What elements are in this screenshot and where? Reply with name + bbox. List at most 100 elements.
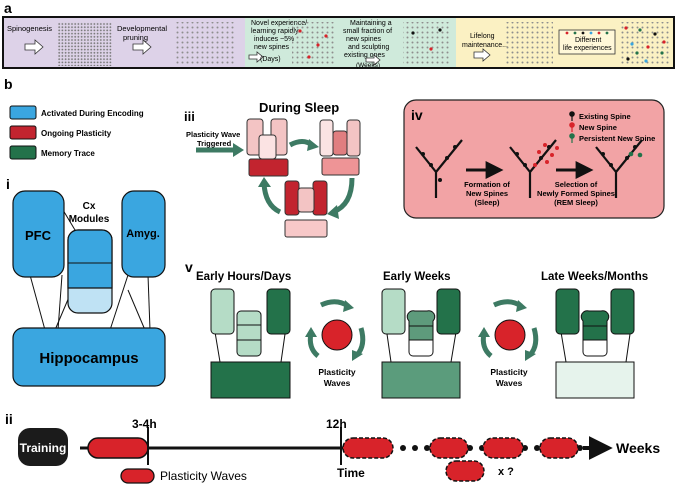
stage-maintain-1: Maintaining a	[350, 20, 392, 27]
hippocampus-box	[12, 327, 166, 387]
pfc-box	[12, 190, 65, 278]
waves-2-line2: Waves	[496, 378, 523, 388]
module-late-weeks	[555, 288, 635, 399]
waves-1-line2: Waves	[324, 378, 351, 388]
legend-swatch-green	[9, 145, 37, 160]
module-early-hours	[210, 288, 291, 399]
plasticity-wave-cycle-2	[478, 299, 539, 361]
spine-field	[175, 22, 235, 66]
cx-label: Cx	[83, 201, 96, 212]
spine-field	[292, 22, 334, 66]
legend-new: New Spine	[579, 123, 617, 132]
step1-line2: New Spines	[466, 189, 508, 198]
new-spines	[298, 29, 328, 59]
life-exp-dots	[565, 31, 609, 35]
hippocampus-label: Hippocampus	[39, 350, 138, 367]
timeline: Training 3-4h 12h x ? Time Weeks Plastic…	[18, 417, 660, 484]
panel-ii-label: ii	[5, 411, 13, 427]
stage-different-2: life experiences	[563, 45, 612, 52]
panel-iv-label: iv	[411, 107, 423, 123]
time-label: Time	[337, 466, 365, 480]
stage-novel-3: induces ~5%	[254, 36, 294, 43]
weeks-label: Weeks	[616, 440, 660, 456]
wave-pill-5	[539, 437, 579, 459]
wave-pill-2	[342, 437, 394, 459]
stage-lifelong-2: maintenance...	[462, 42, 508, 49]
legend-wave-pill	[120, 468, 155, 484]
stage-novel-1: Novel experience/	[251, 20, 307, 27]
panel-v-label: v	[185, 259, 193, 275]
panel-a-label: a	[4, 0, 12, 16]
step2-line1: Selection of	[555, 180, 598, 189]
arrow-icon	[24, 39, 44, 55]
new-spine-icon	[569, 122, 575, 128]
step2-text: Selection of Newly Formed Spines (REM Sl…	[537, 180, 615, 207]
legend-plasticity-waves: Plasticity Waves	[160, 469, 247, 483]
amyg-label: Amyg.	[126, 228, 160, 240]
stage-pruning-2: pruning	[123, 33, 148, 42]
legend-existing: Existing Spine	[579, 112, 631, 121]
wave-pill-4	[482, 437, 524, 459]
legend-persistent: Persistent New Spine	[579, 134, 655, 143]
panel-iii-label: iii	[184, 109, 195, 124]
unknown-label: x ?	[498, 466, 514, 478]
stage-novel-2: learning rapidly	[251, 28, 299, 35]
wave-red-circle	[321, 319, 353, 351]
sleep-cycle-diagram	[196, 118, 361, 238]
wave-pill-unknown	[445, 460, 485, 482]
panel-iv-box	[403, 99, 665, 219]
waves-1-line1: Plasticity	[318, 367, 356, 377]
wave-pill-3	[429, 437, 469, 459]
arrow-icon	[132, 39, 152, 55]
plasticity-wave-cycle-1	[305, 299, 366, 361]
panel-i-label: i	[6, 176, 10, 192]
stage-maintain-5: existing ones	[344, 52, 385, 59]
step2-line2: Newly Formed Spines	[537, 189, 615, 198]
panel-iii-title: During Sleep	[259, 100, 339, 115]
module-early-weeks	[381, 288, 461, 399]
colored-spines	[624, 26, 666, 63]
amyg-box	[121, 190, 166, 278]
persistent-spine-icon	[569, 133, 575, 139]
stage-lifelong-1: Lifelong	[470, 33, 495, 40]
v-title-1: Early Hours/Days	[196, 271, 291, 283]
t1-label: 3-4h	[132, 417, 157, 431]
step2-line3: (REM Sleep)	[554, 198, 598, 207]
legend-swatch-blue	[9, 105, 37, 120]
panel-a-strip: Spinogenesis Developmental pruning Novel…	[2, 16, 675, 69]
training-box	[18, 428, 68, 466]
stage-different-1: Different	[575, 37, 601, 44]
modules-label: Modules	[69, 214, 110, 225]
stage-maintain-2: small fraction of	[343, 28, 392, 35]
legend: Activated During Encoding Ongoing Plasti…	[9, 105, 144, 160]
panel-b-label: b	[4, 76, 13, 92]
step1-line3: (Sleep)	[474, 198, 500, 207]
dendrite-1-spines	[421, 145, 457, 182]
legend-label-encoding: Activated During Encoding	[41, 109, 144, 118]
t2-label: 12h	[326, 417, 347, 431]
stage-maintain-4: and sculpting	[348, 44, 389, 51]
arrow-icon	[365, 54, 381, 66]
wave-red-circle	[494, 319, 526, 351]
pfc-label: PFC	[25, 228, 52, 243]
spine-field	[58, 22, 112, 66]
legend-label-memory: Memory Trace	[41, 149, 95, 158]
stage-novel-4: new spines	[254, 44, 290, 51]
legend-swatch-red	[9, 125, 37, 140]
v-title-2: Early Weeks	[383, 271, 451, 283]
dendrite-3-spines	[601, 145, 643, 167]
spine-field	[403, 22, 451, 66]
existing-spine-icon	[569, 111, 575, 117]
stage-pruning-1: Developmental	[117, 24, 167, 33]
arrow-icon	[473, 48, 491, 62]
v-title-3: Late Weeks/Months	[541, 271, 648, 283]
spine-field	[505, 22, 553, 66]
trigger-line1: Plasticity Wave	[186, 130, 240, 139]
life-experiences-box	[558, 29, 616, 55]
step1-text: Formation of New Spines (Sleep)	[464, 180, 510, 207]
arrow-icon	[248, 51, 264, 63]
trigger-line2: Triggered	[197, 139, 232, 148]
spine-legend: Existing Spine New Spine Persistent New …	[569, 111, 655, 143]
training-label: Training	[20, 441, 67, 455]
